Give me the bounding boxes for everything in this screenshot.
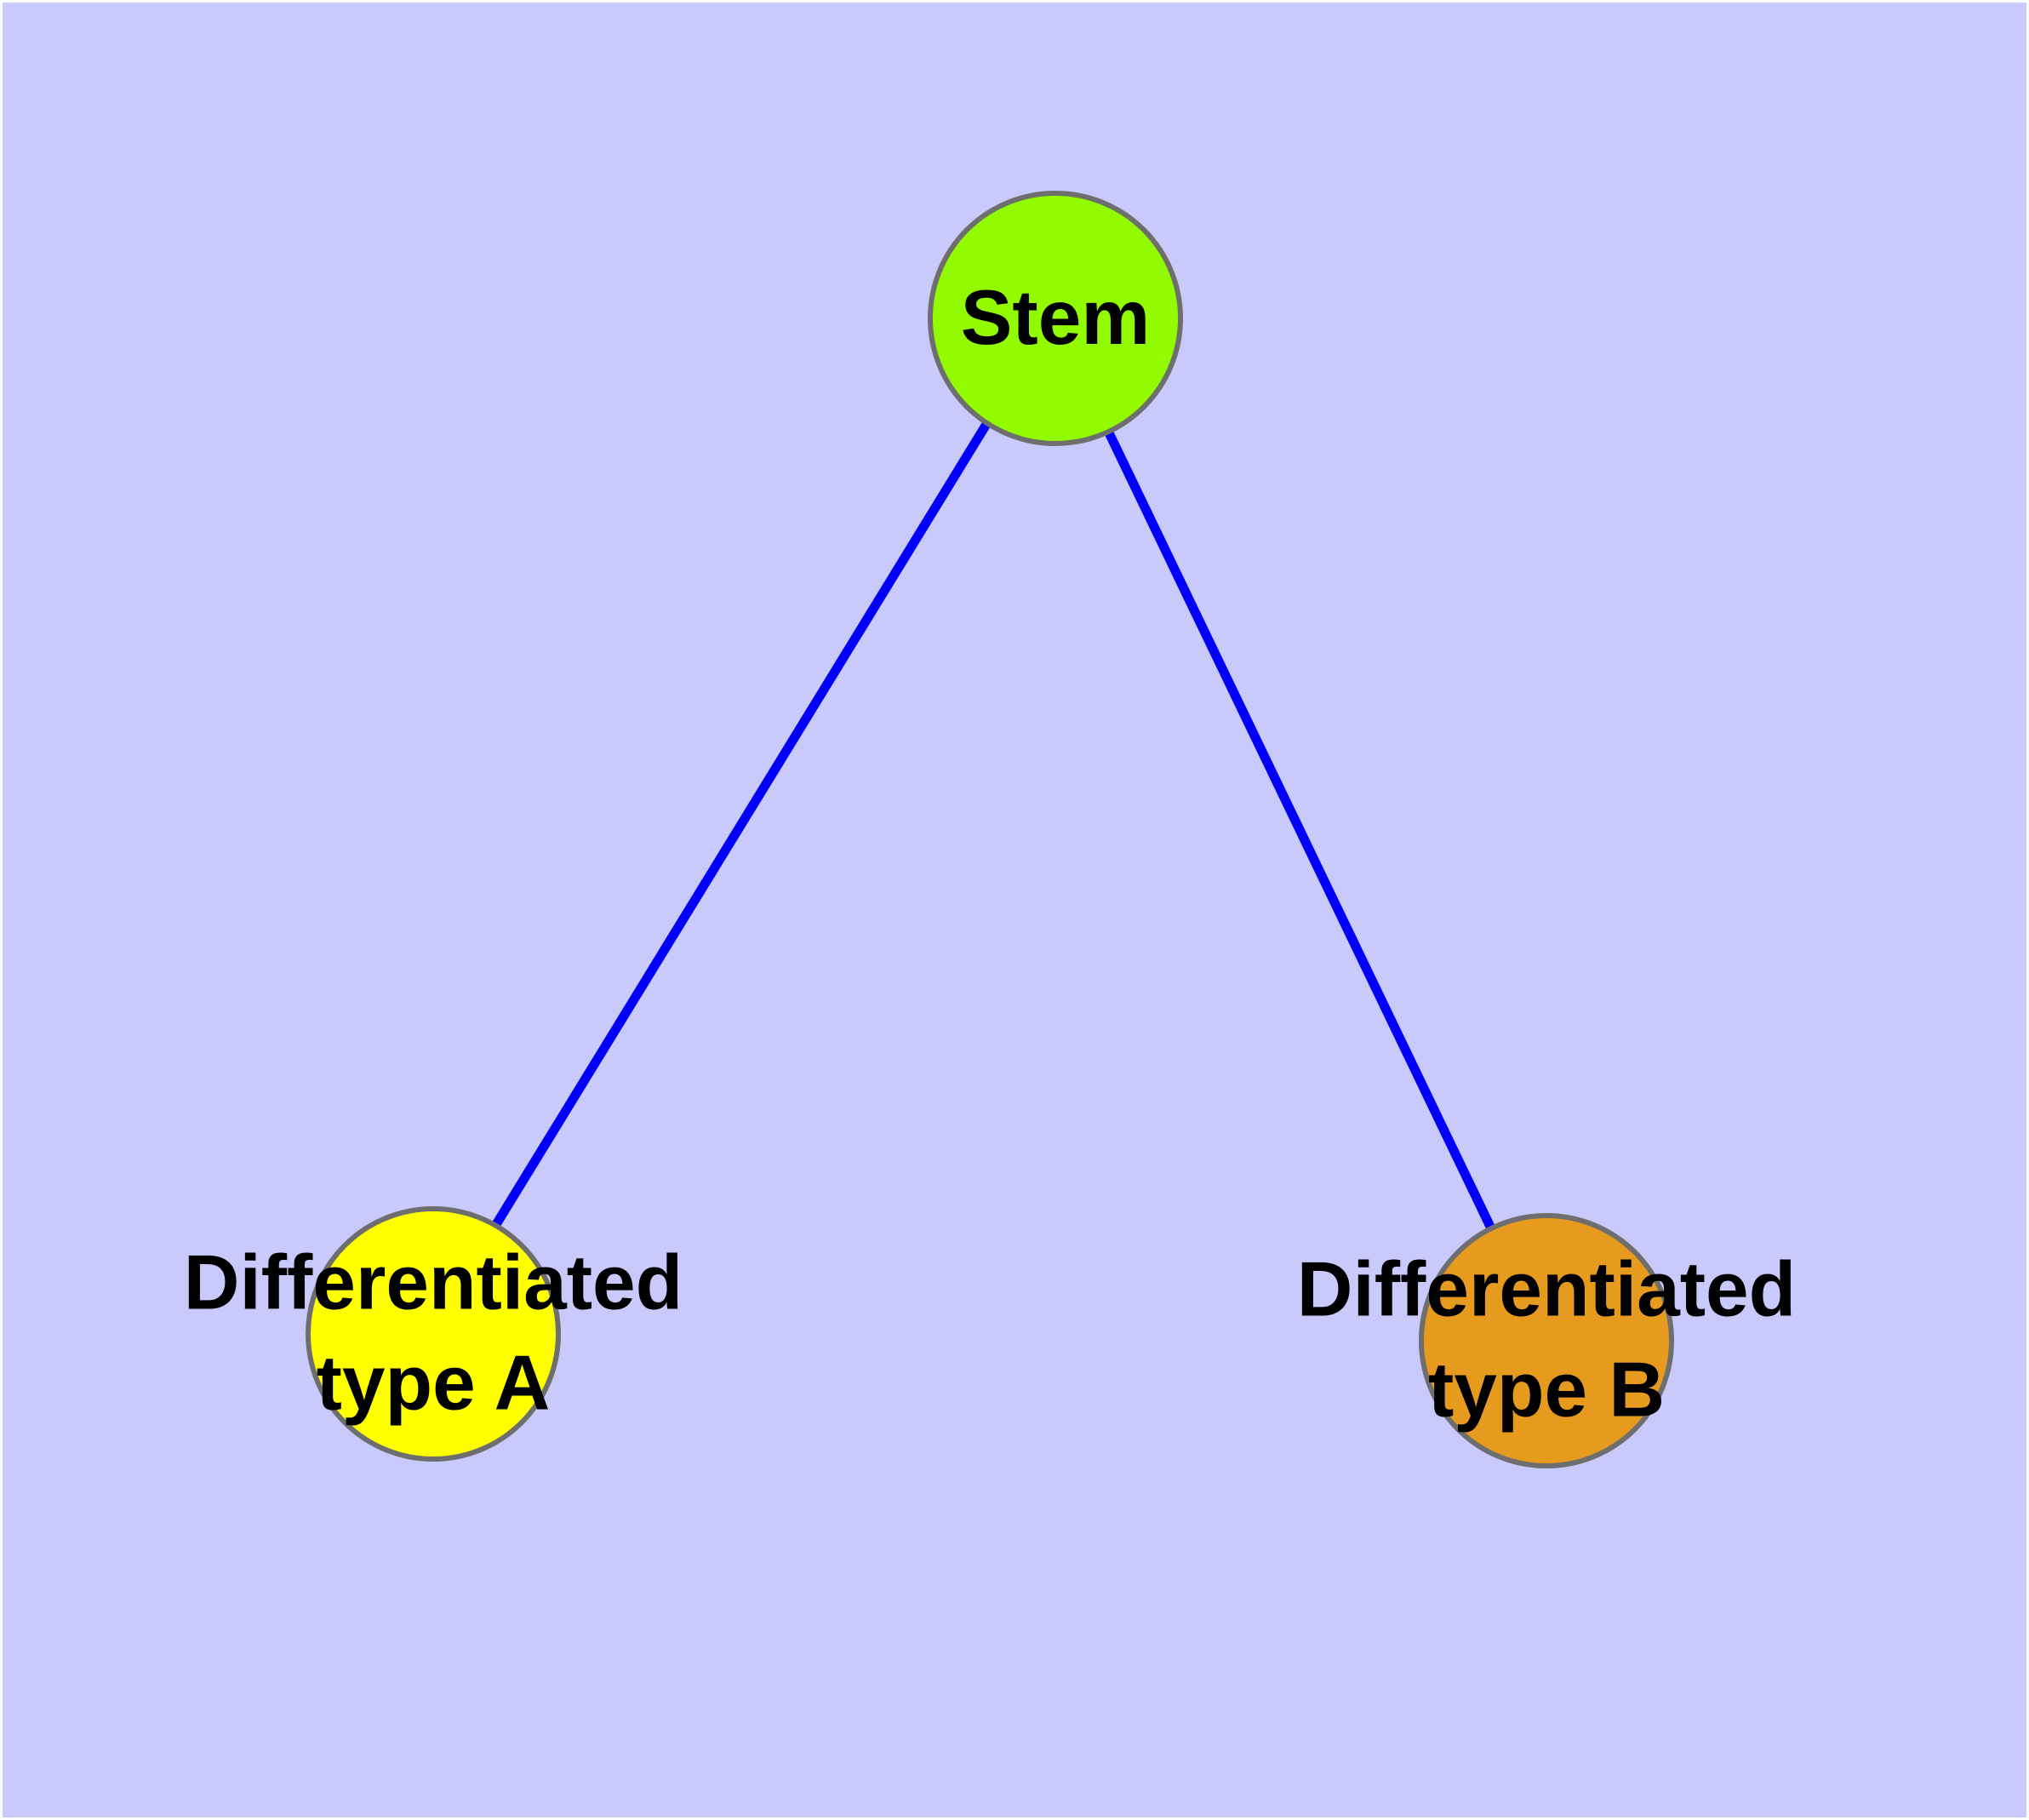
edge-stem-to-type-b xyxy=(1049,313,1548,1341)
edges-layer xyxy=(426,313,1548,1341)
node-differentiated-type-a-label: Differentiated type A xyxy=(183,1239,683,1427)
node-differentiated-type-b-label: Differentiated type B xyxy=(1296,1246,1797,1434)
node-differentiated-type-a: Differentiated type A xyxy=(184,1206,683,1462)
node-stem: Stem xyxy=(928,191,1183,446)
node-differentiated-type-b: Differentiated type B xyxy=(1297,1213,1796,1468)
edge-stem-to-type-a xyxy=(426,313,1057,1334)
node-stem-label: Stem xyxy=(960,274,1151,361)
